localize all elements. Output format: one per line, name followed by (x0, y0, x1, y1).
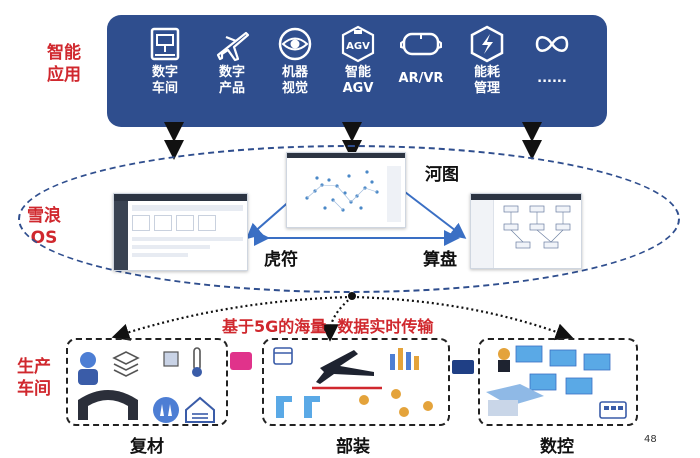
cnc-machines-icon (515, 345, 611, 395)
infinity-icon (522, 23, 582, 65)
graph-network-thumbnail (305, 166, 401, 222)
composite-workshop-icons (78, 347, 215, 423)
os-app-label-hetu: 河图 (425, 165, 459, 185)
hufu-screenshot[interactable] (113, 193, 248, 271)
os-ellipse (18, 145, 680, 293)
app-ar-vr[interactable]: AR/VR (391, 23, 451, 87)
smart-apps-panel: 数字 车间 数字 产品 机器 视觉 AGV 智能 AGV AR/VR 能耗 管理 (107, 15, 607, 127)
app-smart-agv[interactable]: AGV 智能 AGV (328, 23, 388, 97)
warehouse-icon (185, 396, 215, 423)
assembly-workshop-icons (273, 347, 433, 418)
network-module-icon (452, 360, 474, 374)
app-label: 智能 AGV (342, 65, 374, 96)
app-digital-product[interactable]: 数字 产品 (202, 23, 262, 97)
workers-icon (359, 389, 433, 417)
app-energy-management[interactable]: 能耗 管理 (457, 23, 517, 97)
operator-icon (498, 348, 510, 372)
app-label: 机器 视觉 (281, 65, 308, 96)
cube-network-icon (163, 351, 179, 367)
app-label: 能耗 管理 (473, 65, 500, 96)
layer-label-production: 生产 车间 (17, 357, 51, 399)
workshop-composite[interactable] (66, 338, 228, 426)
energy-shield-icon (457, 23, 517, 65)
workflow-thumbnail (503, 205, 571, 249)
os-app-label-suanpan: 算盘 (423, 250, 457, 270)
app-label: 数字 产品 (218, 65, 245, 96)
transfer-caption: 基于5G的海量 数据实时传输 (222, 317, 434, 336)
workshop-cnc[interactable] (478, 338, 638, 426)
control-panel-icon (599, 401, 627, 419)
airplane-icon (312, 350, 382, 390)
calendar-icon (273, 347, 293, 365)
agv-badge-text: AGV (346, 41, 370, 52)
os-app-label-hufu: 虎符 (264, 250, 298, 270)
layers-icon (112, 351, 140, 377)
thermometer-icon (192, 347, 202, 377)
page-number: 48 (644, 434, 657, 445)
vr-headset-icon (391, 23, 451, 65)
machine-tool-icon (135, 23, 195, 65)
hangar-icon (78, 390, 138, 420)
agv-icon: AGV (328, 23, 388, 65)
cnc-workshop-icons (486, 345, 627, 419)
workshop-label-cnc: 数控 (540, 437, 574, 457)
bracket-parts-icon (276, 396, 320, 418)
app-more[interactable]: ...... (522, 23, 582, 87)
airplane-icon (202, 23, 262, 65)
conveyor-icon (486, 384, 544, 416)
workshop-label-assembly: 部装 (336, 437, 370, 457)
app-machine-vision[interactable]: 机器 视觉 (265, 23, 325, 97)
app-digital-workshop[interactable]: 数字 车间 (135, 23, 195, 97)
app-label: AR/VR (398, 71, 444, 86)
app-label: ...... (537, 71, 567, 86)
data-transfer-icon (230, 352, 252, 370)
cooling-tower-icon (153, 397, 179, 423)
os-workshop-links (111, 295, 574, 342)
eye-icon (265, 23, 325, 65)
layer-label-apps: 智能 应用 (47, 43, 81, 85)
hub-dot (348, 292, 356, 300)
app-label: 数字 车间 (151, 65, 178, 96)
worker-icon (78, 352, 98, 385)
suanpan-screenshot[interactable] (470, 193, 582, 269)
workshop-label-composite: 复材 (130, 437, 164, 457)
bar-chart-icon (390, 348, 419, 370)
hetu-screenshot[interactable] (286, 152, 406, 228)
workshop-assembly[interactable] (262, 338, 450, 426)
